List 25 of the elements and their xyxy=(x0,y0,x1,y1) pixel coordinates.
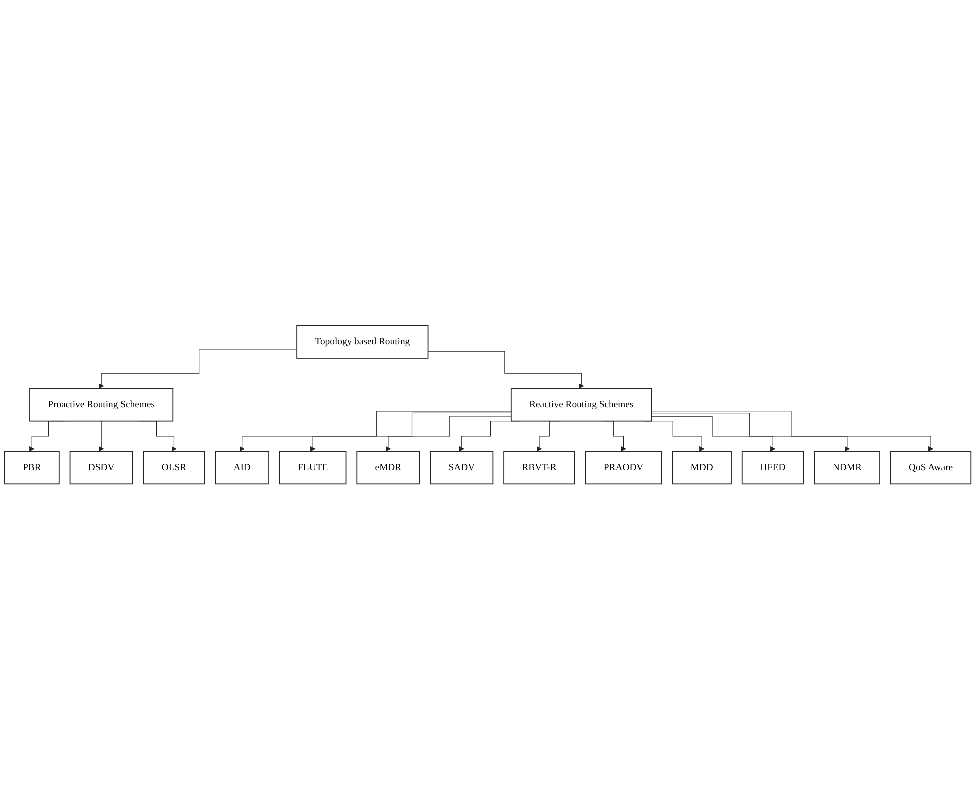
node-box: NDMR xyxy=(814,451,880,485)
node-box: RBVT-R xyxy=(504,451,576,485)
node-box: AID xyxy=(215,451,270,485)
node-box: MDD xyxy=(672,451,732,485)
node-box: OLSR xyxy=(143,451,206,485)
node-box: QoS Aware xyxy=(890,451,972,485)
arrow xyxy=(428,351,584,389)
node-box: PBR xyxy=(4,451,60,485)
node-box: PRAODV xyxy=(585,451,662,485)
node-box: Proactive Routing Schemes xyxy=(30,388,174,422)
arrow xyxy=(98,421,104,452)
arrow xyxy=(386,416,512,452)
node-box: eMDR xyxy=(356,451,420,485)
arrow xyxy=(310,412,512,452)
arrow xyxy=(652,416,776,452)
node-box: HFED xyxy=(742,451,804,485)
node-box: Reactive Routing Schemes xyxy=(510,388,652,422)
arrow xyxy=(652,411,934,452)
node-box: DSDV xyxy=(70,451,134,485)
node-box: FLUTE xyxy=(279,451,347,485)
node-box: Topology based Routing xyxy=(296,325,429,359)
arrow xyxy=(652,413,850,452)
arrow xyxy=(240,411,512,452)
arrow xyxy=(98,350,298,389)
node-box: SADV xyxy=(430,451,494,485)
